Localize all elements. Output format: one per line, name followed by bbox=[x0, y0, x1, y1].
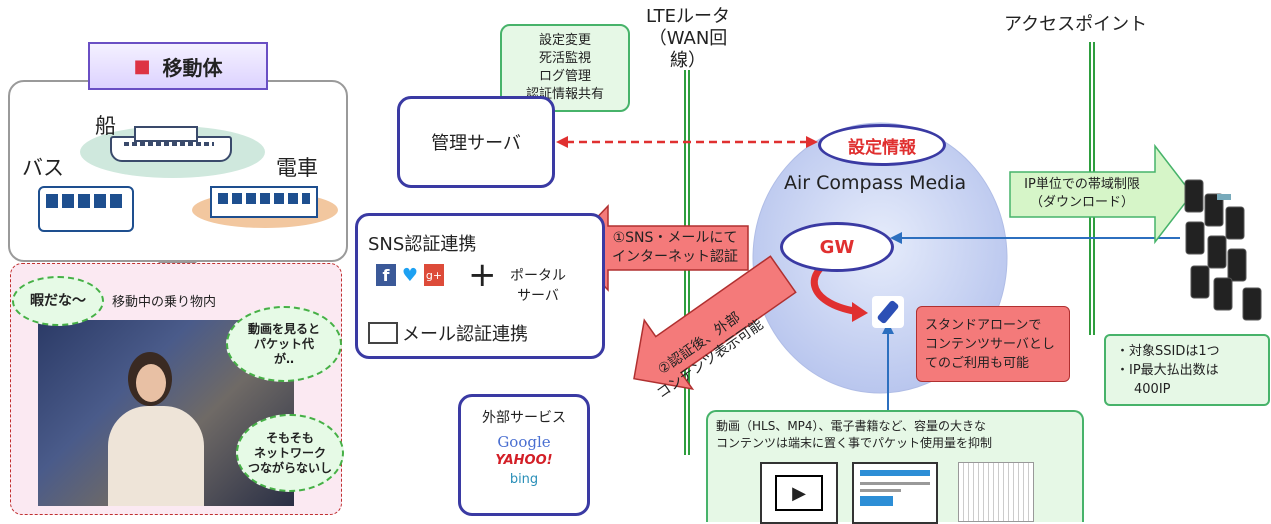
sns-auth-title: SNS認証連携 bbox=[368, 234, 477, 255]
air-compass-label: Air Compass Media bbox=[784, 172, 967, 194]
management-server-box: 管理サーバ bbox=[397, 96, 555, 188]
large-content-box: 動画（HLS、MP4）、電子書籍など、容量の大きなコンテンツは端末に置く事でパケ… bbox=[706, 410, 1084, 524]
standalone-note: スタンドアローンでコンテンツサーバとしてのご利用も可能 bbox=[916, 306, 1070, 382]
social-icons: f ♥ g+ bbox=[376, 264, 444, 286]
twitter-icon: ♥ bbox=[401, 264, 419, 286]
sns-auth-box: SNS認証連携 f ♥ g+ + ポータルサーバ メール認証連携 bbox=[355, 213, 605, 359]
plus-icon: + bbox=[468, 255, 497, 295]
bing-logo: bing bbox=[509, 472, 539, 487]
book-icon bbox=[958, 462, 1034, 522]
bored-thought-bubble: 暇だな〜 bbox=[12, 276, 104, 326]
yahoo-logo: YAHOO! bbox=[495, 453, 553, 468]
portal-server-label: ポータルサーバ bbox=[510, 268, 566, 304]
bandwidth-label: IP単位での帯域制限（ダウンロード） bbox=[1024, 177, 1140, 210]
content-server-icon bbox=[872, 296, 904, 328]
bus-label: バス bbox=[22, 156, 64, 180]
mobile-title: 移動体 bbox=[162, 55, 223, 80]
content-to-server-arrow bbox=[882, 322, 894, 418]
no-network-thought: そもそもネットワークつながらないし bbox=[236, 414, 344, 492]
mail-icon bbox=[368, 322, 398, 344]
google-plus-icon: g+ bbox=[424, 264, 444, 286]
bus-illustration bbox=[38, 186, 134, 232]
management-server-label: 管理サーバ bbox=[431, 133, 521, 154]
management-link-arrow bbox=[556, 136, 818, 148]
auth-arrow-2 bbox=[633, 255, 797, 391]
external-services-title: 外部サービス bbox=[482, 410, 566, 426]
mobile-title-box: ■ 移動体 bbox=[88, 42, 268, 90]
gw-oval: GW bbox=[780, 222, 894, 272]
mail-auth-label: メール認証連携 bbox=[402, 324, 528, 345]
ebook-page-icon bbox=[852, 462, 938, 524]
train-label: 電車 bbox=[276, 156, 318, 180]
ship-label: 船 bbox=[95, 114, 116, 138]
device-to-gw-arrow bbox=[890, 232, 1180, 244]
packet-cost-thought: 動画を見るとパケット代が‥ bbox=[226, 306, 342, 382]
auth-arrow-1-text: ①SNS・メールにてインターネット認証 bbox=[612, 230, 738, 265]
bus-front-icon: ■ bbox=[133, 55, 151, 77]
large-content-text: 動画（HLS、MP4）、電子書籍など、容量の大きなコンテンツは端末に置く事でパケ… bbox=[716, 419, 993, 450]
lte-router-label: LTEルータ（WAN回線） bbox=[646, 6, 730, 71]
train-illustration bbox=[192, 178, 338, 228]
scene-caption: 移動中の乗り物内 bbox=[112, 295, 217, 310]
external-services-box: 外部サービス Google YAHOO! bing bbox=[458, 394, 590, 516]
video-icon: ▶ bbox=[760, 462, 838, 524]
ship-illustration bbox=[80, 118, 265, 180]
google-logo: Google bbox=[497, 433, 551, 451]
bandwidth-arrow bbox=[1009, 143, 1193, 245]
smartphone-cluster bbox=[1184, 179, 1262, 321]
settings-info-oval: 設定情報 bbox=[818, 124, 946, 166]
access-point-label: アクセスポイント bbox=[1004, 14, 1148, 35]
facebook-icon: f bbox=[376, 264, 396, 286]
